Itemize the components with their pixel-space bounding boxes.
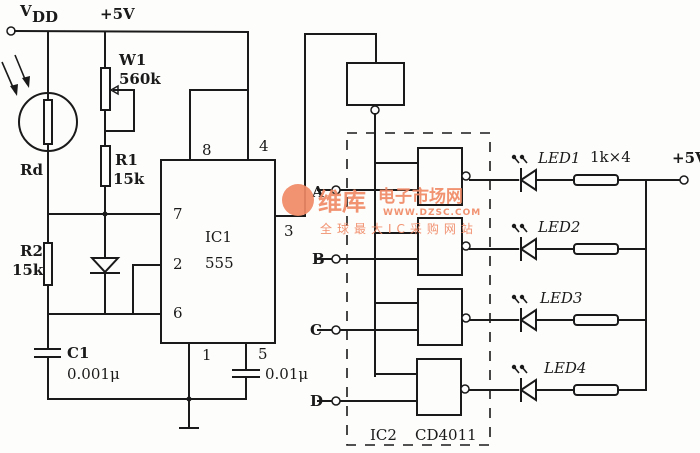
ic1-pin8: 8 (202, 141, 212, 159)
input-b-terminal (331, 254, 341, 264)
light-arrows-icon (1, 54, 30, 96)
ic2-part: CD4011 (415, 426, 477, 444)
ic1-pin2: 2 (173, 255, 183, 273)
r2-ref: R2 (20, 242, 43, 260)
led1-resistor (573, 174, 619, 186)
r1-body (100, 145, 111, 187)
watermark-brand: 维库 (318, 188, 366, 216)
led-supply-label: +5V (672, 149, 700, 167)
r1-value: 15k (113, 170, 145, 188)
input-a-terminal (331, 185, 341, 195)
ic1-pin7: 7 (173, 205, 183, 223)
vdd-terminal (6, 26, 16, 36)
ic2-ref: IC2 (370, 426, 397, 444)
led-resistor-value: 1k×4 (590, 148, 631, 166)
led4-icon (519, 378, 537, 402)
led1-label: LED1 (537, 149, 580, 167)
watermark-tagline: 电子市场网 (378, 186, 463, 207)
ic1-ref: IC1 (205, 228, 232, 246)
c1-ref: C1 (67, 344, 89, 362)
ic1-pin5: 5 (258, 345, 268, 363)
led4-label: LED4 (543, 359, 586, 377)
watermark-logo-icon (282, 184, 314, 216)
ic1-555 (160, 31, 377, 429)
resistor-r2 (43, 213, 53, 315)
led3-resistor (573, 314, 619, 326)
watermark: 维库 电子市场网 WWW.DZSC.COM 全球最大IC采购网站 (282, 184, 481, 236)
w1-value: 560k (119, 70, 161, 88)
ic1-body (160, 159, 276, 344)
vdd-label: V (19, 2, 32, 20)
input-c-label: C (310, 321, 322, 339)
potentiometer-w1 (100, 31, 135, 132)
ic1-pin1: 1 (202, 346, 212, 364)
watermark-url: WWW.DZSC.COM (383, 208, 481, 218)
capacitor-c1 (34, 313, 247, 400)
vdd-rail (6, 26, 250, 36)
led3-icon (519, 308, 537, 332)
photoresistor (1, 31, 78, 215)
input-a-label: A (311, 183, 324, 201)
led-rows (469, 154, 647, 402)
input-c-terminal (331, 325, 341, 335)
led1-icon (519, 168, 537, 192)
led3-label: LED3 (539, 289, 582, 307)
nand-gate-3 (317, 288, 471, 346)
w1-ref: W1 (118, 51, 146, 69)
input-d-label: D (310, 392, 323, 410)
r2-value: 15k (12, 261, 44, 279)
nand-gate-4 (317, 358, 470, 416)
led4-resistor (573, 384, 619, 396)
ic1-pin4: 4 (259, 137, 269, 155)
pin2-wire (132, 264, 161, 315)
led2-icon (519, 237, 537, 261)
ic1-pin6: 6 (173, 304, 183, 322)
ic1-pin3: 3 (284, 222, 294, 240)
led-supply-terminal (679, 175, 689, 185)
vdd-label-sub: DD (32, 8, 58, 26)
resistor-r1 (100, 130, 111, 215)
diode (89, 213, 121, 315)
w1-body (100, 67, 111, 111)
ic1-part: 555 (205, 254, 234, 272)
c-pin5-value: 0.01μ (265, 365, 308, 383)
photoresistor-body (43, 99, 53, 145)
input-d-terminal (331, 396, 341, 406)
watermark-slogan: 全球最大IC采购网站 (320, 221, 478, 236)
r2-body (43, 242, 53, 286)
input-b-label: B (312, 250, 325, 268)
photoresistor-circle (18, 92, 78, 152)
counter-block (346, 62, 405, 106)
led2-label: LED2 (537, 218, 580, 236)
inverter-bubble (370, 105, 380, 115)
vdd-value: +5V (100, 5, 135, 23)
led2-resistor (573, 243, 619, 255)
r1-ref: R1 (115, 151, 138, 169)
rd-label: Rd (20, 161, 43, 179)
c1-value: 0.001μ (67, 365, 120, 383)
